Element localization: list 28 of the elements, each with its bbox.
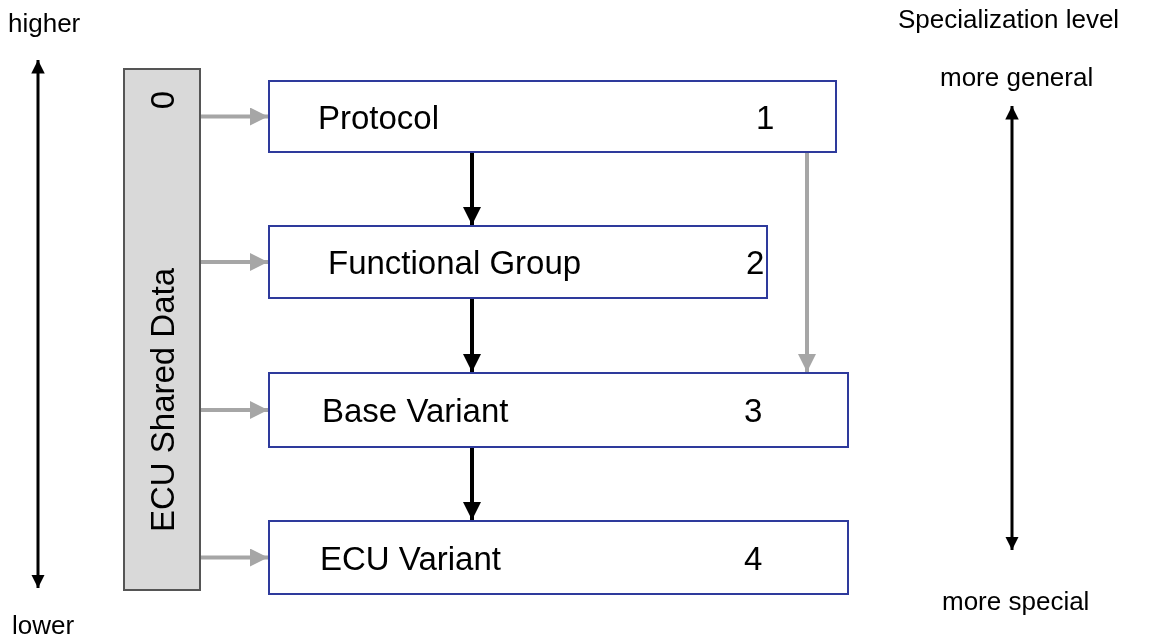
axis-label: more general bbox=[940, 64, 1094, 90]
axis-label: more special bbox=[942, 588, 1090, 614]
level-name: ECU Variant bbox=[320, 541, 501, 574]
level-box bbox=[268, 80, 837, 153]
arrow bbox=[201, 253, 268, 271]
axis-label: higher bbox=[8, 10, 81, 36]
level-number: 3 bbox=[744, 393, 763, 427]
arrow bbox=[463, 448, 481, 520]
axis-title: Specialization level bbox=[898, 6, 1120, 32]
level-name: Base Variant bbox=[322, 393, 509, 427]
level-name: ECU Shared Data bbox=[145, 267, 179, 533]
level-number: 2 bbox=[746, 245, 765, 279]
shared-data-bar bbox=[123, 68, 201, 591]
level-number: 0 bbox=[145, 90, 179, 110]
arrow bbox=[463, 299, 481, 372]
arrow bbox=[463, 153, 481, 225]
arrow bbox=[201, 548, 268, 567]
level-box bbox=[268, 225, 768, 299]
arrow bbox=[201, 107, 268, 126]
arrow bbox=[798, 153, 816, 372]
level-box bbox=[268, 372, 849, 448]
arrow bbox=[201, 401, 268, 419]
level-name: Functional Group bbox=[328, 245, 582, 279]
level-name: Protocol bbox=[318, 100, 440, 133]
level-box bbox=[268, 520, 849, 595]
level-number: 4 bbox=[744, 541, 763, 574]
level-number: 1 bbox=[756, 100, 775, 133]
axis-label: lower bbox=[12, 612, 75, 638]
